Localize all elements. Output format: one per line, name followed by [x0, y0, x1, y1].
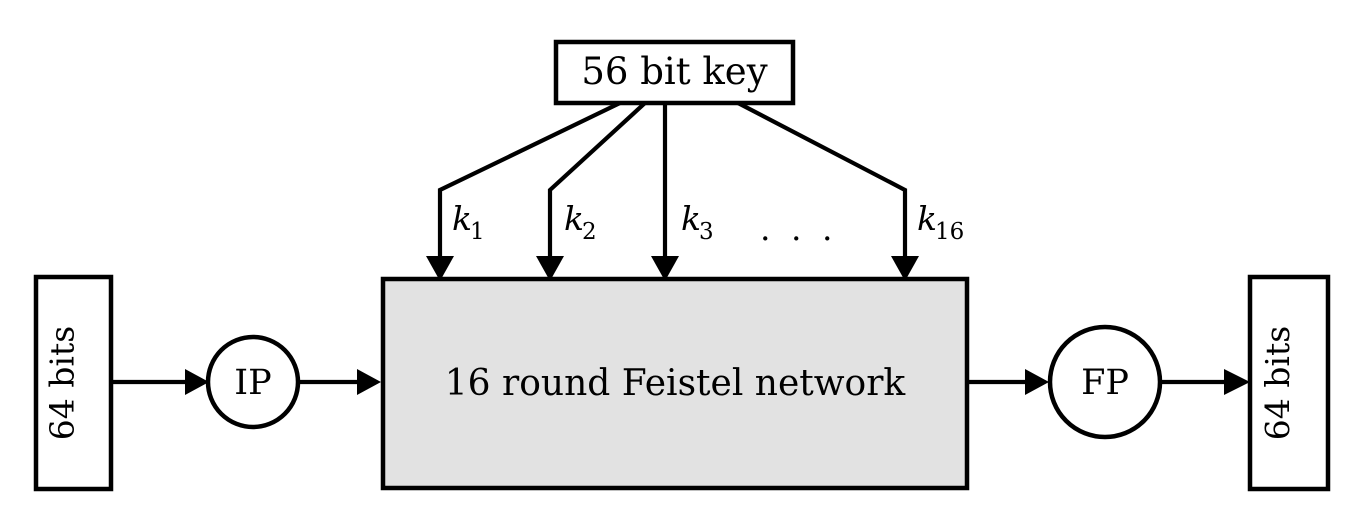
- input-bits-box: 64 bits: [33, 274, 114, 492]
- edge-input-to-ip: [111, 369, 209, 395]
- edge-ip-to-feistel: [298, 369, 381, 395]
- key-box-rect: [553, 39, 796, 106]
- round-key-arrow-k2-head: [536, 256, 564, 281]
- round-key-arrow-k1: [426, 101, 621, 281]
- input-bits-label: 64 bits: [43, 326, 82, 440]
- key-box: 56 bit key: [553, 39, 796, 106]
- round-key-label-k2-sub: 2: [582, 219, 597, 245]
- output-bits-label: 64 bits: [1258, 326, 1297, 440]
- edge-feistel-to-fp: [967, 369, 1049, 395]
- round-key-arrow-k3-head: [651, 256, 679, 281]
- round-key-arrow-k2: [536, 101, 647, 281]
- round-key-label-k16-sub: 16: [935, 219, 964, 245]
- fp-node: FP: [1047, 324, 1163, 440]
- edge-ip-to-feistel-head: [357, 369, 381, 395]
- round-key-ellipsis: . . .: [760, 209, 837, 248]
- output-bits-box: 64 bits: [1247, 274, 1331, 492]
- input-bits-box-rect: [33, 274, 114, 492]
- round-key-arrow-k2-line: [547, 101, 647, 262]
- edge-input-to-ip-head: [185, 369, 209, 395]
- round-key-label-k3-sub: 3: [699, 219, 714, 245]
- round-key-arrow-k16: [737, 101, 919, 281]
- round-key-arrow-k16-head: [891, 256, 919, 281]
- ip-node: IP: [205, 334, 301, 430]
- edge-fp-to-output-head: [1224, 369, 1250, 395]
- round-key-label-k1: k 1: [452, 199, 485, 245]
- output-bits-box-rect: [1247, 274, 1331, 492]
- feistel-network-rect: [380, 276, 970, 491]
- edge-fp-to-output: [1160, 369, 1250, 395]
- round-key-arrow-k1-head: [426, 256, 454, 281]
- key-box-label: 56 bit key: [581, 50, 767, 93]
- round-key-label-k2: k 2: [564, 199, 597, 245]
- feistel-network-label: 16 round Feistel network: [445, 363, 907, 404]
- feistel-network-box: 16 round Feistel network: [380, 276, 970, 491]
- round-key-label-k3-base: k: [681, 199, 701, 238]
- round-key-label-k16-base: k: [917, 199, 937, 238]
- fp-node-label: FP: [1081, 363, 1129, 403]
- round-key-label-k2-base: k: [564, 199, 584, 238]
- round-key-label-k16: k 16: [917, 199, 964, 245]
- ip-node-label: IP: [234, 363, 271, 403]
- round-key-label-k1-base: k: [452, 199, 472, 238]
- round-key-label-k3: k 3: [681, 199, 714, 245]
- edge-feistel-to-fp-head: [1025, 369, 1049, 395]
- round-key-label-k1-sub: 1: [470, 219, 485, 245]
- round-key-arrow-k1-line: [437, 101, 621, 262]
- round-key-arrow-k3: [651, 103, 679, 281]
- round-key-arrow-k16-line: [737, 101, 908, 262]
